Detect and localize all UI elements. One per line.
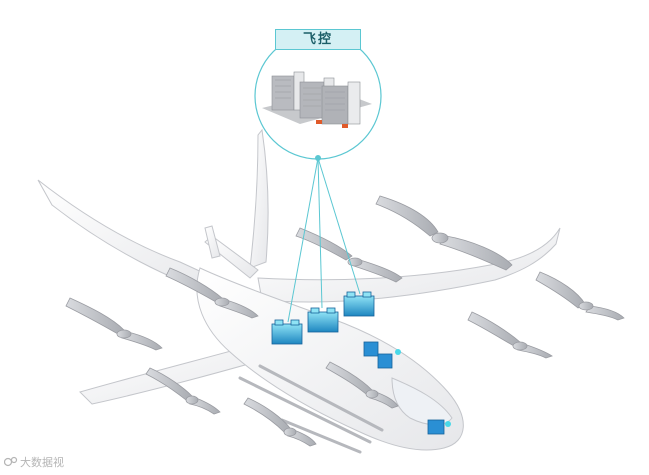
watermark-text: 大数据视 <box>20 456 64 469</box>
rotor-front-right-upper <box>376 196 512 270</box>
watermark: 大数据视 <box>4 454 64 470</box>
watermark-logo-icon <box>4 456 18 467</box>
rotor-right-trailing <box>468 312 552 358</box>
module-icon <box>272 320 302 344</box>
rotor-front-right-lower <box>536 272 624 320</box>
tail-fin <box>250 130 268 268</box>
rotor-mid-right <box>296 228 402 282</box>
rotor-bottom-center <box>244 398 316 446</box>
rotor-left-outer <box>66 298 162 350</box>
airframe <box>38 130 560 450</box>
callout-label: 飞控 <box>275 29 361 50</box>
module-icon <box>308 308 338 332</box>
module-icon <box>344 292 374 316</box>
